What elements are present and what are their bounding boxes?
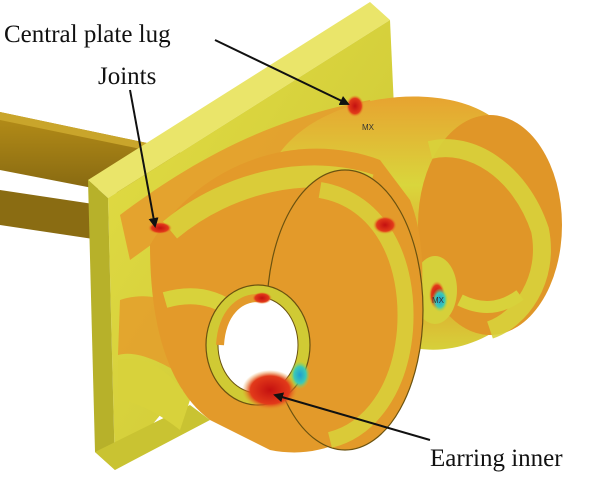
mesh-mark-rear: MX	[432, 296, 445, 305]
cool-spot-front	[290, 361, 310, 389]
arrow-joints	[129, 89, 159, 228]
hot-spot-hole-top	[252, 292, 272, 304]
mesh-mark-top: MX	[362, 123, 375, 132]
label-central-plate-lug: Central plate lug	[4, 21, 171, 48]
hot-spot-earring-inner	[242, 370, 298, 410]
label-joints: Joints	[98, 63, 157, 90]
hot-spot-plate-top	[346, 95, 364, 117]
cool-spots	[290, 288, 448, 389]
label-earring-inner: Earring inner	[430, 445, 563, 472]
arrow-earring-inner	[273, 392, 431, 441]
cool-spot-rear	[432, 288, 448, 312]
hot-spot-rear-lug	[373, 216, 397, 234]
hot-spot-joint	[148, 222, 172, 234]
arrow-central-plate-lug	[214, 39, 350, 106]
